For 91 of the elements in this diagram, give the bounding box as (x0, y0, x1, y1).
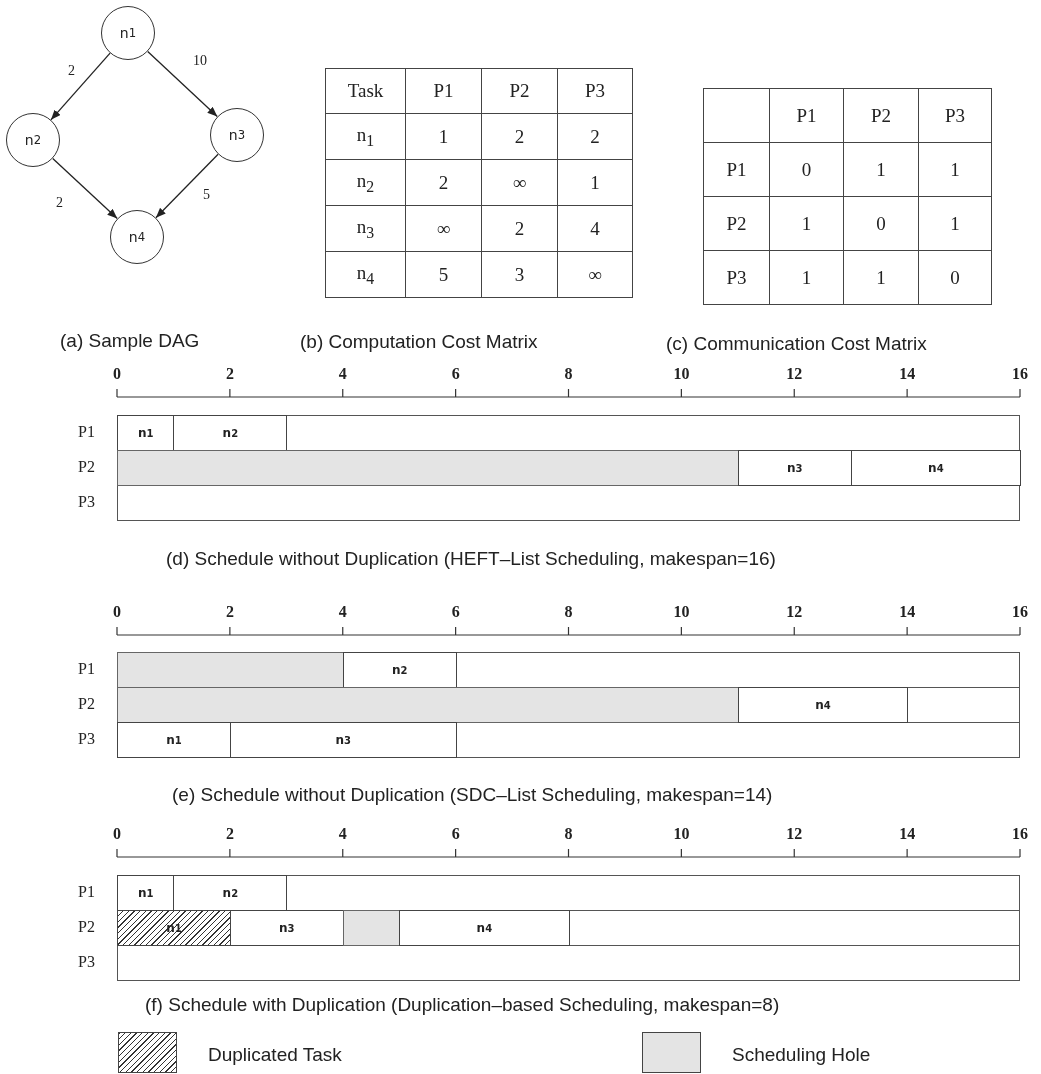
table-cell-text: ∞ (588, 263, 602, 285)
table-cell-text: P3 (726, 266, 747, 288)
table-cell-text: P2 (726, 212, 747, 234)
tick-label: 0 (112, 365, 122, 383)
tick-label: 16 (1011, 365, 1029, 383)
caption: (c) Communication Cost Matrix (666, 333, 927, 355)
table-cell-text: 3 (514, 263, 525, 285)
table-cell-text: 0 (801, 158, 812, 180)
tick-label: 8 (563, 603, 574, 621)
tick-label: 0 (112, 825, 122, 843)
table-cell-text: 0 (876, 212, 886, 234)
scheduling-hole (117, 652, 344, 688)
arrow (52, 157, 118, 220)
tick-label: 6 (450, 365, 461, 383)
table-cell-text: P1 (433, 80, 454, 101)
arrow (50, 52, 111, 121)
tick-label: 14 (898, 603, 917, 621)
legend-label: Scheduling Hole (732, 1044, 871, 1066)
table-cell-text: 0 (950, 266, 960, 288)
table-cell-text: 1 (590, 171, 600, 193)
tick-label: 16 (1011, 603, 1029, 621)
processor-label: P3 (78, 952, 95, 971)
scheduling-hole (117, 450, 739, 486)
table-cell-text: 2 (514, 217, 525, 239)
tick-label: 12 (785, 825, 804, 843)
processor-label: P1 (78, 659, 95, 678)
tick-label: 2 (224, 825, 235, 843)
caption: (a) Sample DAG (60, 330, 200, 352)
tick-label: 6 (450, 825, 461, 843)
processor-label: P2 (78, 917, 95, 936)
table-cell-text: 1 (438, 125, 449, 147)
tick-label: 6 (450, 603, 461, 621)
table-cell-text: P1 (726, 158, 747, 180)
table-cell-text: Task (347, 80, 384, 101)
tick-label: 2 (224, 603, 235, 621)
scheduling-hole (342, 910, 401, 946)
processor-label: P3 (78, 729, 95, 748)
table-cell-text: 2 (590, 125, 600, 147)
tick-label: 8 (563, 365, 574, 383)
table-cell-text: 1 (876, 158, 886, 180)
tick-label: 2 (224, 365, 235, 383)
table-cell-text: n$_{4}$ (356, 261, 375, 283)
table-cell-text: 2 (514, 125, 525, 147)
tick-label: 4 (337, 603, 348, 621)
edge-label: 2 (68, 63, 75, 79)
table-cell-text: ∞ (436, 217, 451, 239)
tick-label: 12 (785, 365, 804, 383)
caption: (e) Schedule without Duplication (SDC–List Scheduling, makespan=14) (172, 784, 773, 806)
table-cell-text: P2 (870, 104, 892, 126)
tick-label: 0 (112, 603, 122, 621)
legend-label: Duplicated Task (208, 1044, 342, 1066)
processor-label: P2 (78, 457, 95, 476)
scheduling-hole (117, 687, 739, 723)
table-cell-text: P3 (944, 104, 966, 126)
table-cell-text: 1 (801, 212, 812, 234)
tick-label: 10 (672, 603, 691, 621)
tick-label: 10 (672, 825, 691, 843)
processor-label: P2 (78, 694, 95, 713)
tick-label: 14 (898, 825, 917, 843)
table-cell-text: n$_{2}$ (356, 169, 375, 191)
arrow (147, 50, 218, 118)
tick-label: 14 (898, 365, 917, 383)
tick-label: 12 (785, 603, 804, 621)
arrow (155, 153, 219, 219)
table-cell-text: 1 (801, 266, 812, 288)
caption: (d) Schedule without Duplication (HEFT–List Scheduling, makespan=16) (166, 548, 776, 570)
tick-label: 10 (672, 365, 691, 383)
table-cell-text: n$_{1}$ (356, 123, 375, 145)
table-cell-text: 1 (950, 158, 960, 180)
tick-label: 16 (1011, 825, 1029, 843)
table-cell-text: P2 (509, 80, 530, 101)
table-cell-text: 4 (590, 217, 600, 239)
processor-label: P1 (78, 422, 95, 441)
processor-label: P1 (78, 882, 95, 901)
table-cell-text: 1 (950, 212, 960, 234)
edge-label: 2 (56, 195, 63, 211)
table-cell-text: 5 (438, 263, 449, 285)
tick-label: 4 (337, 365, 348, 383)
tick-label: 8 (563, 825, 574, 843)
edge-label: 10 (193, 53, 207, 69)
table-cell-text: n$_{3}$ (356, 215, 375, 237)
table-cell-text: P3 (584, 80, 606, 101)
tick-label: 4 (337, 825, 348, 843)
edge-label: 5 (203, 187, 210, 203)
processor-label: P3 (78, 492, 95, 511)
table-cell-text: ∞ (512, 171, 527, 193)
table-cell-text: P1 (796, 104, 817, 126)
table-cell-text: 2 (438, 171, 449, 193)
caption: (b) Computation Cost Matrix (300, 331, 538, 353)
table-cell-text: 1 (876, 266, 886, 288)
caption: (f) Schedule with Duplication (Duplication–based Scheduling, makespan=8) (145, 994, 780, 1016)
